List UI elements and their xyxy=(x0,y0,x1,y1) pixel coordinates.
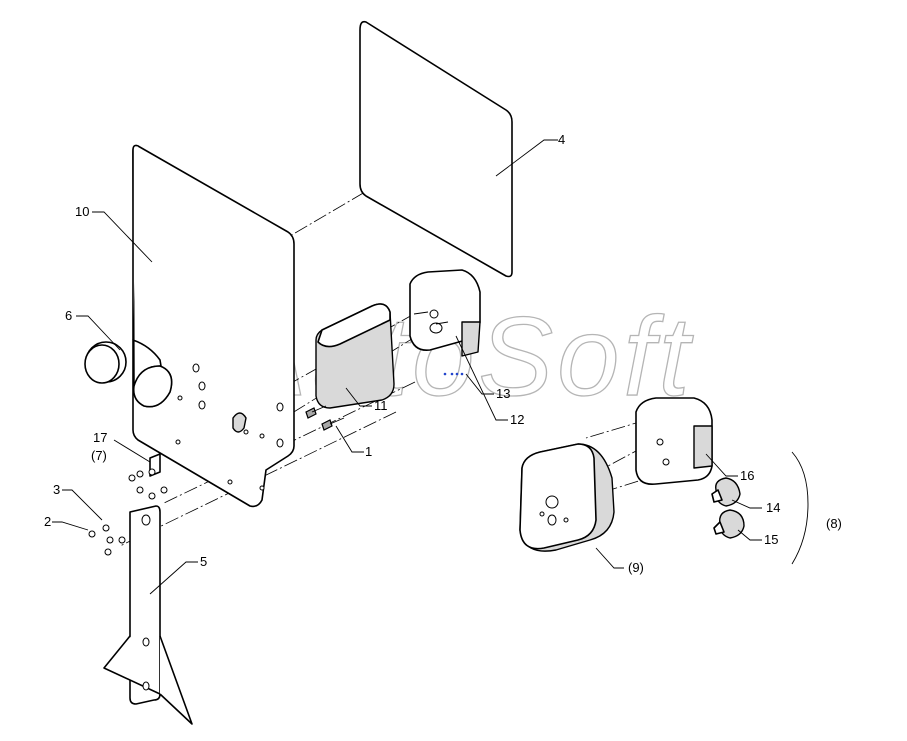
part-10-backing-plate xyxy=(132,144,295,508)
callout-14: 14 xyxy=(766,500,780,515)
callout-labels: 1 2 3 4 5 6 (7) (8) (9) 10 11 12 13 14 1… xyxy=(44,132,842,575)
part-6-reflector xyxy=(84,341,173,408)
callout-9: (9) xyxy=(628,560,644,575)
parts-2-3-nuts-washers xyxy=(88,468,168,556)
part-13-lamp-body xyxy=(409,269,481,376)
callout-12: 12 xyxy=(510,412,524,427)
callout-3: 3 xyxy=(53,482,60,497)
callout-10: 10 xyxy=(75,204,89,219)
group-8-brace xyxy=(791,451,809,565)
callout-1: 1 xyxy=(365,444,372,459)
parts-14-15-bulbs xyxy=(711,477,745,539)
callout-11: 11 xyxy=(374,398,388,413)
part-1-screws xyxy=(305,405,345,431)
callout-13: 13 xyxy=(496,386,510,401)
part-4-rear-panel xyxy=(359,20,513,278)
callout-6: 6 xyxy=(65,308,72,323)
part-9-lamp-cover xyxy=(519,443,615,552)
part-16-lamp xyxy=(635,397,713,486)
callout-2: 2 xyxy=(44,514,51,529)
part-11-lamp-housing xyxy=(315,303,395,409)
callout-17: 17 xyxy=(93,430,107,445)
callout-4: 4 xyxy=(558,132,565,147)
leader-lines xyxy=(52,139,762,595)
callout-16: 16 xyxy=(740,468,754,483)
callout-15: 15 xyxy=(764,532,778,547)
callout-5: 5 xyxy=(200,554,207,569)
callout-7: (7) xyxy=(91,448,107,463)
callout-8: (8) xyxy=(826,516,842,531)
part-5-mounting-leg xyxy=(103,505,193,725)
